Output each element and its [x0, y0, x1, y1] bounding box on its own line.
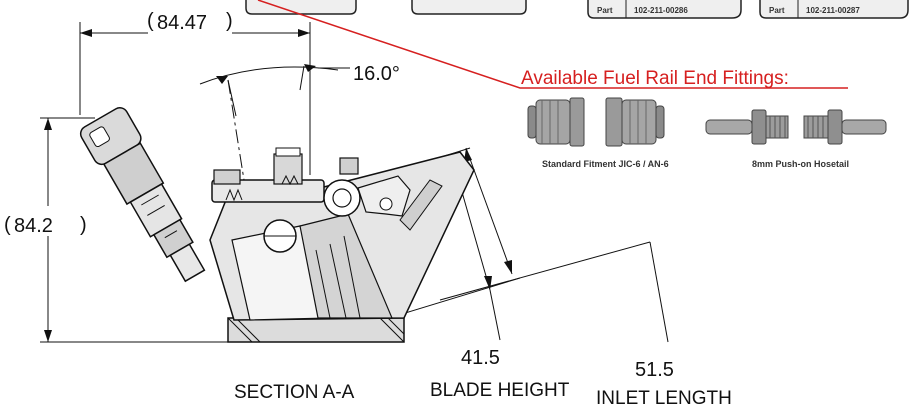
partial-part-tag-left-2 — [411, 0, 527, 15]
fitting-caption-hosetail: 8mm Push-on Hosetail — [752, 159, 849, 169]
section-label: SECTION A-A — [234, 382, 355, 403]
part-tag-label: Part — [769, 6, 785, 15]
fitting-caption-jic6: Standard Fitment JIC-6 / AN-6 — [542, 159, 669, 169]
inlet-length-label: INLET LENGTH — [596, 388, 732, 409]
width-dimension: ( 84.47 ) — [79, 6, 311, 175]
inlet-length-value: 51.5 — [635, 359, 674, 381]
svg-text:): ) — [226, 10, 233, 32]
part-tag-286: Part 102-211-00286 — [587, 0, 742, 19]
part-tag-287: Part 102-211-00287 — [759, 0, 909, 19]
blade-height-value: 41.5 — [461, 347, 500, 369]
jic6-an6-fitting-image — [527, 97, 665, 147]
fitting-leader-line — [257, 0, 848, 89]
part-tag-number: 102-211-00287 — [806, 6, 860, 15]
8mm-hosetail-fitting-image — [705, 109, 887, 145]
part-tag-label: Part — [597, 6, 613, 15]
angle-dimension-value: 16.0° — [353, 63, 400, 85]
throttle-body-section-view — [79, 107, 475, 343]
svg-text:(: ( — [147, 10, 154, 32]
blade-height-label: BLADE HEIGHT — [430, 380, 570, 401]
height-dimension-value: 84.2 — [14, 215, 53, 237]
height-dimension: ( 84.2 ) — [2, 117, 230, 343]
part-tag-number: 102-211-00286 — [634, 6, 688, 15]
width-dimension-value: 84.47 — [157, 12, 207, 34]
fittings-title: Available Fuel Rail End Fittings: — [521, 68, 789, 89]
svg-text:): ) — [80, 214, 87, 236]
svg-text:(: ( — [4, 214, 11, 236]
